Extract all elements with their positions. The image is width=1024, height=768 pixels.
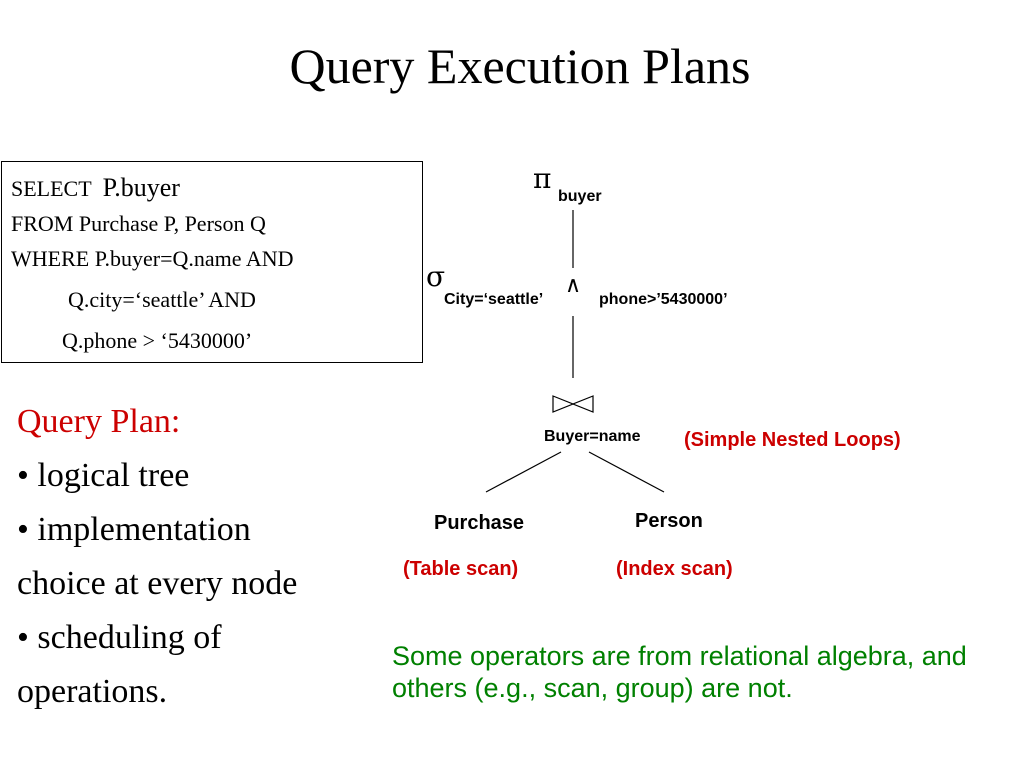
sql-city-condition: Q.city=‘seattle’ AND <box>68 287 256 312</box>
sql-query-box: SELECT P.buyer FROM Purchase P, Person Q… <box>1 161 423 363</box>
selection-phone-condition: phone>’5430000’ <box>599 291 728 308</box>
projection-pi-icon: π <box>533 162 552 195</box>
sql-where-line: WHERE P.buyer=Q.name AND <box>11 246 294 271</box>
query-plan-bullets: • logical tree • implementation choice a… <box>17 449 347 719</box>
sql-phone-condition: Q.phone > ‘5430000’ <box>62 328 253 353</box>
leaf-person: Person <box>635 510 703 532</box>
sql-select-column: P.buyer <box>102 173 180 202</box>
selection-and-icon: ∧ <box>565 273 582 298</box>
slide-title: Query Execution Plans <box>289 38 751 94</box>
person-implementation: (Index scan) <box>616 558 733 580</box>
sql-select-keyword: SELECT <box>11 176 92 201</box>
purchase-implementation: (Table scan) <box>403 558 519 580</box>
selection-city-condition: City=‘seattle’ <box>444 291 544 308</box>
operators-note: Some operators are from relational algeb… <box>392 641 967 703</box>
sql-select-line: SELECT P.buyer <box>11 175 180 202</box>
selection-sigma-icon: σ <box>426 260 446 293</box>
bullet-scheduling: • scheduling of operations. <box>17 619 222 710</box>
join-condition: Buyer=name <box>544 428 641 445</box>
join-bowtie-icon <box>552 395 594 413</box>
sql-from-line: FROM Purchase P, Person Q <box>11 211 266 236</box>
bullet-logical-tree: • logical tree <box>17 457 190 494</box>
projection-subscript: buyer <box>558 188 602 205</box>
edge-join-person <box>588 451 665 493</box>
join-implementation: (Simple Nested Loops) <box>684 429 901 451</box>
bullet-implementation-choice: • implementation choice at every node <box>17 511 298 602</box>
leaf-purchase: Purchase <box>434 512 525 534</box>
edge-join-purchase <box>485 451 562 493</box>
query-plan-heading: Query Plan: <box>17 403 181 440</box>
